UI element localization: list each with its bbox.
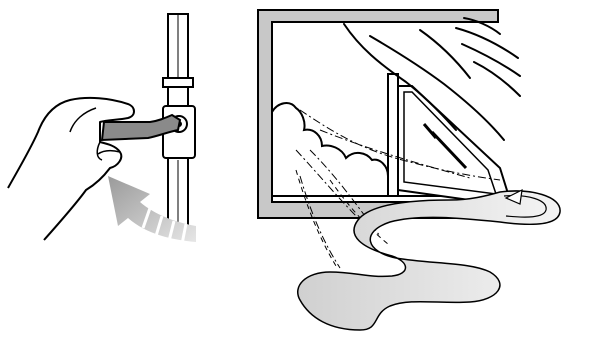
- pipe-coupling: [163, 78, 193, 87]
- window-mullion: [388, 74, 398, 196]
- hand-turning-valve-icon: [8, 98, 134, 240]
